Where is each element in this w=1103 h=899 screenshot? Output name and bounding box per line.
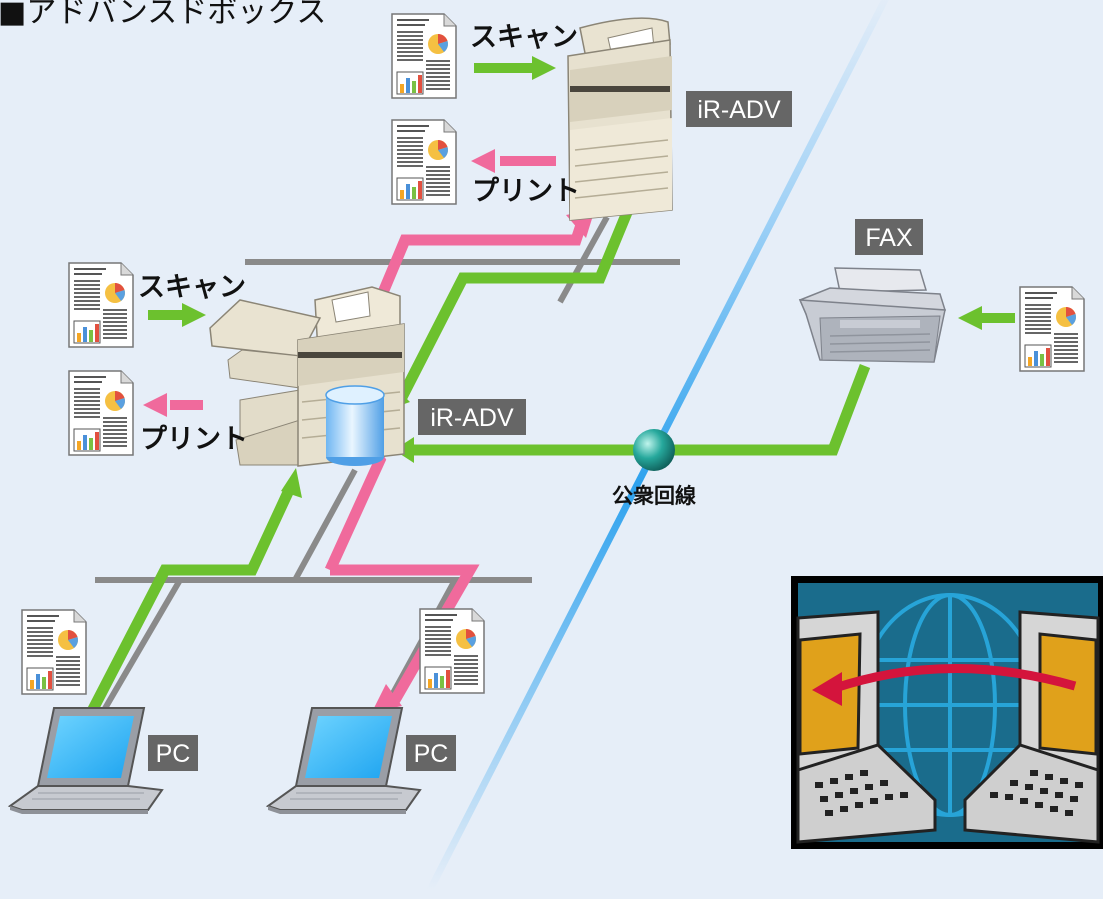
scan-label-left: スキャン — [138, 272, 246, 303]
svg-text:PC: PC — [414, 740, 449, 768]
svg-text:iR-ADV: iR-ADV — [430, 404, 514, 432]
print-document-icon-left — [68, 370, 134, 456]
fax-tag: FAX — [855, 219, 923, 255]
copier-icon-top — [567, 17, 673, 221]
device-tag-main: iR-ADV — [418, 399, 526, 435]
copier-icon-main — [209, 286, 405, 467]
public-line-node-icon — [633, 429, 675, 471]
print-label-left: プリント — [140, 424, 248, 455]
network-globe-icon — [791, 576, 1103, 849]
svg-text:FAX: FAX — [865, 224, 913, 252]
laptop-icon-left — [9, 707, 163, 815]
print-label-top: プリント — [472, 176, 580, 207]
diagram-title: ■アドバンスドボックス — [0, 0, 326, 30]
fax-document-icon — [1019, 286, 1085, 372]
scan-label-top: スキャン — [470, 22, 578, 53]
storage-cylinder-icon — [325, 385, 385, 466]
doc-arrows — [143, 56, 1015, 417]
pc-document-icon-right — [419, 608, 485, 694]
svg-text:iR-ADV: iR-ADV — [697, 96, 781, 124]
pc-tag-right: PC — [406, 735, 456, 771]
print-document-icon-top — [391, 119, 457, 205]
fax-machine-icon — [798, 267, 947, 363]
scan-document-icon-left — [68, 262, 134, 348]
device-tag-top: iR-ADV — [686, 91, 792, 127]
pc-document-icon-left — [21, 609, 87, 695]
laptop-icon-right — [267, 707, 421, 815]
send-route — [85, 207, 871, 718]
svg-text:PC: PC — [156, 740, 191, 768]
pc-tag-left: PC — [148, 735, 198, 771]
public-line-label: 公衆回線 — [612, 484, 696, 508]
scan-document-icon-top — [391, 13, 457, 99]
